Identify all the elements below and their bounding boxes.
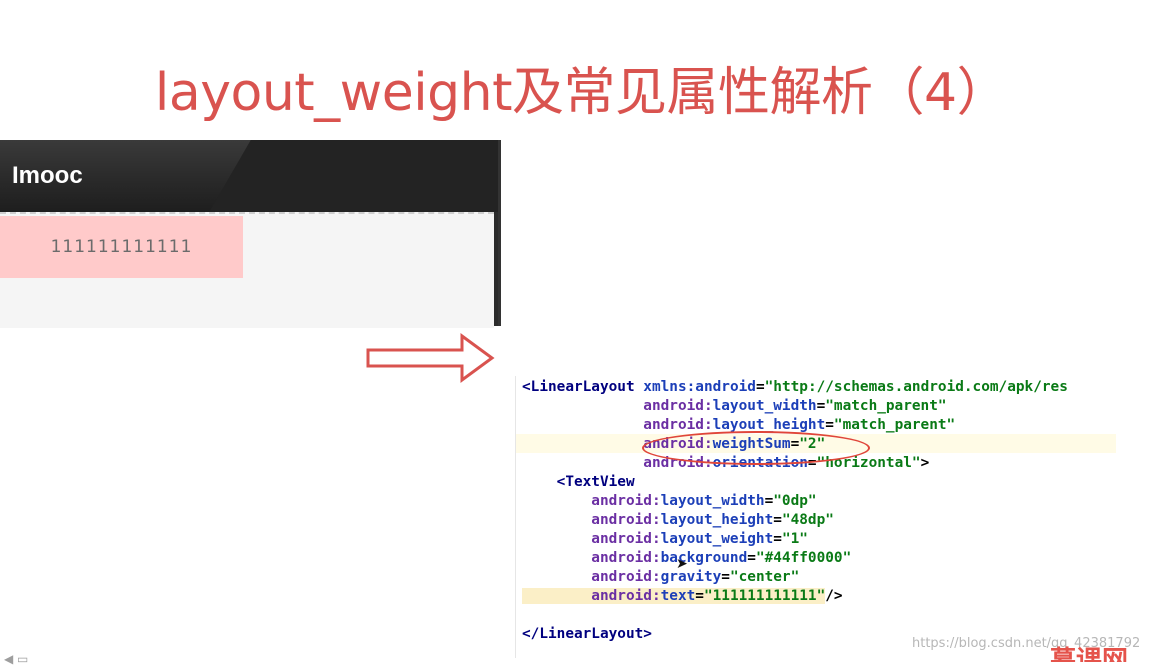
code-token: text bbox=[660, 588, 696, 604]
code-token: "http://schemas.android.com/apk/res bbox=[764, 379, 1068, 395]
slide-title: layout_weight及常见属性解析（4） bbox=[154, 63, 1009, 123]
code-token: > bbox=[920, 455, 930, 471]
code-token: android: bbox=[522, 569, 661, 585]
text-view: 111111111111 bbox=[0, 216, 243, 278]
watermark: https://blog.csdn.net/qq_42381792 bbox=[912, 636, 1141, 651]
code-line: android:orientation="horizontal"> bbox=[522, 454, 929, 473]
code-line: android:layout_height="match_parent" bbox=[522, 416, 955, 435]
code-token: "#44ff0000" bbox=[755, 550, 852, 566]
code-token: "center" bbox=[729, 569, 800, 585]
code-line: android:weightSum="2" bbox=[522, 435, 825, 454]
code-token: "48dp" bbox=[781, 512, 834, 528]
code-token: android: bbox=[522, 398, 713, 414]
code-token: = bbox=[825, 417, 834, 433]
code-token: android: bbox=[522, 455, 713, 471]
code-line: android:layout_height="48dp" bbox=[522, 511, 834, 530]
brand-logo: 慕课网 bbox=[1050, 646, 1129, 662]
code-line: android:text="111111111111"/> bbox=[522, 587, 843, 606]
code-line: </LinearLayout> bbox=[522, 625, 652, 644]
slide-nav-icon[interactable]: ◀ ▭ bbox=[4, 652, 29, 666]
code-token: = bbox=[755, 379, 765, 395]
code-editor: <LinearLayout xmlns:android="http://sche… bbox=[515, 376, 1116, 658]
code-token: "2" bbox=[799, 436, 826, 452]
code-token: = bbox=[764, 493, 774, 509]
code-token: layout_height bbox=[660, 512, 774, 528]
code-token: android: bbox=[522, 550, 661, 566]
code-token: layout_height bbox=[712, 417, 826, 433]
code-token: weightSum bbox=[712, 436, 791, 452]
code-line: android:layout_width="match_parent" bbox=[522, 397, 947, 416]
code-token: orientation bbox=[712, 455, 808, 471]
action-bar: Imooc bbox=[0, 140, 498, 212]
code-token: = bbox=[747, 550, 756, 566]
code-token: <LinearLayout bbox=[522, 379, 635, 395]
code-token: android: bbox=[522, 493, 661, 509]
code-token: android bbox=[695, 379, 756, 395]
code-line: android:gravity="center" bbox=[522, 568, 799, 587]
content-area: 111111111111 bbox=[0, 212, 494, 328]
code-token: android: bbox=[522, 531, 661, 547]
code-token: layout_weight bbox=[660, 531, 774, 547]
code-line: android:layout_weight="1" bbox=[522, 530, 808, 549]
app-title: Imooc bbox=[12, 162, 83, 189]
code-token: background bbox=[660, 550, 748, 566]
code-token: "1" bbox=[781, 531, 808, 547]
code-token: gravity bbox=[660, 569, 722, 585]
current-line-highlight bbox=[516, 434, 1116, 453]
code-token: "match_parent" bbox=[833, 417, 956, 433]
code-token: </LinearLayout> bbox=[522, 626, 652, 642]
preview-border bbox=[494, 212, 498, 326]
code-token: = bbox=[695, 588, 704, 604]
code-token: = bbox=[790, 436, 800, 452]
app-preview: Imooc 111111111111 bbox=[0, 140, 501, 328]
code-token: android: bbox=[522, 512, 661, 528]
code-token: = bbox=[807, 455, 817, 471]
code-token: = bbox=[816, 398, 826, 414]
code-token: android: bbox=[522, 417, 713, 433]
code-token: "horizontal" bbox=[816, 455, 921, 471]
code-token: <TextView bbox=[522, 474, 635, 490]
code-token: = bbox=[773, 531, 782, 547]
code-token: android: bbox=[522, 588, 661, 604]
code-token: "match_parent" bbox=[825, 398, 947, 414]
code-token: xmlns: bbox=[634, 379, 696, 395]
code-line: <TextView bbox=[522, 473, 635, 492]
code-token: layout_width bbox=[660, 493, 765, 509]
code-line: <LinearLayout xmlns:android="http://sche… bbox=[522, 378, 1068, 397]
code-line: android:layout_width="0dp" bbox=[522, 492, 817, 511]
code-token: /> bbox=[825, 588, 843, 604]
code-token: = bbox=[721, 569, 730, 585]
code-line: android:background="#44ff0000" bbox=[522, 549, 851, 568]
code-token: = bbox=[773, 512, 782, 528]
code-token: "0dp" bbox=[773, 493, 817, 509]
code-token: android: bbox=[522, 436, 713, 452]
code-token: layout_width bbox=[712, 398, 817, 414]
code-token: "111111111111" bbox=[703, 588, 826, 604]
mouse-cursor-icon: ➤ bbox=[676, 556, 688, 572]
right-arrow-icon bbox=[366, 333, 495, 383]
